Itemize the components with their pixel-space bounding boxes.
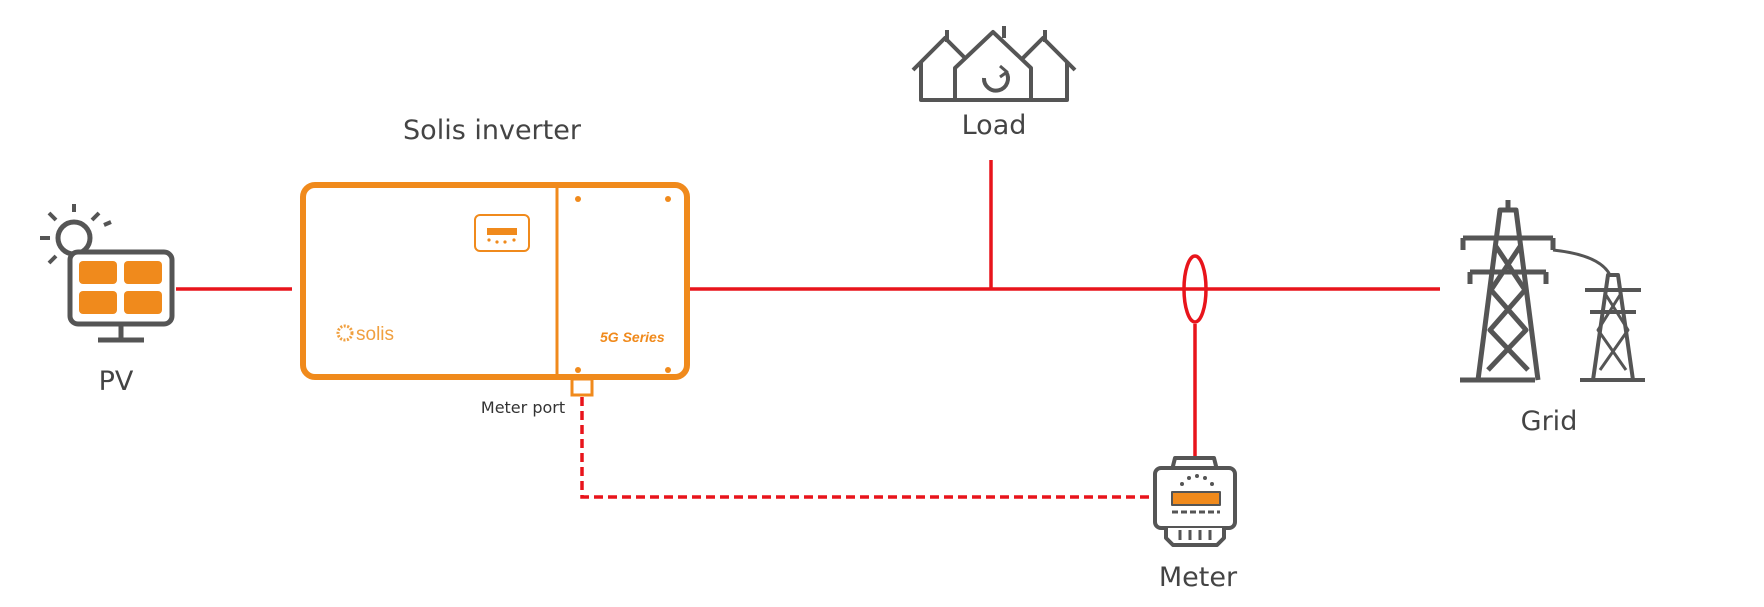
load-label: Load (961, 110, 1027, 141)
energy-meter-icon (1153, 456, 1237, 547)
series-logo: 5G Series (600, 329, 665, 345)
solis-inverter: solis 5G Series (300, 182, 690, 397)
meter-comm-dashed-line (580, 397, 1150, 499)
houses-icon (911, 26, 1077, 102)
meter-port-label: Meter port (480, 398, 566, 417)
meter-label: Meter (1158, 562, 1238, 593)
transmission-tower-icon (1460, 200, 1645, 383)
solis-logo-icon: solis (336, 324, 394, 345)
current-transformer-icon (1182, 254, 1208, 324)
grid-label: Grid (1520, 406, 1578, 437)
solar-panel-icon (40, 204, 175, 343)
meter-port (570, 377, 594, 397)
pv-label: PV (98, 366, 134, 397)
inverter-display-icon (474, 214, 530, 252)
inverter-label: Solis inverter (403, 115, 581, 146)
svg-text:solis: solis (356, 324, 394, 345)
power-lines (176, 160, 1440, 499)
